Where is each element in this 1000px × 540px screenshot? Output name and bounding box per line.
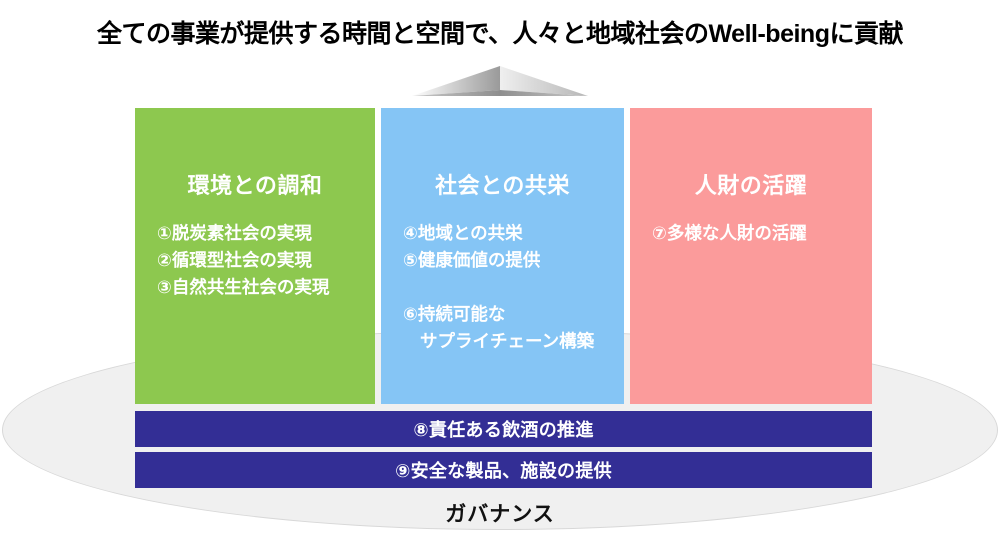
list-item-continuation: サプライチェーン構築 (420, 330, 595, 351)
pillar-items-environment: ①脱炭素社会の実現 ②循環型社会の実現 ③自然共生社会の実現 (135, 220, 375, 301)
pillar-heading-society: 社会との共栄 (435, 173, 570, 198)
pillar-items-society: ④地域との共栄 ⑤健康価値の提供 ⑥持続可能な サプライチェーン構築 (381, 220, 624, 382)
governance-bars: ⑧責任ある飲酒の推進 ⑨安全な製品、施設の提供 (135, 411, 872, 488)
pillar-environment[interactable]: 環境との調和 ①脱炭素社会の実現 ②循環型社会の実現 ③自然共生社会の実現 (135, 108, 375, 404)
governance-label: ガバナンス (445, 503, 555, 526)
pillar-heading-human-resources: 人財の活躍 (694, 173, 808, 198)
list-item: ②循環型社会の実現 (157, 249, 312, 270)
pillar-columns: 環境との調和 ①脱炭素社会の実現 ②循環型社会の実現 ③自然共生社会の実現 社会… (135, 108, 872, 404)
triangle-roof-icon (410, 62, 590, 104)
governance-bar-safe-products[interactable]: ⑨安全な製品、施設の提供 (135, 452, 872, 488)
pillar-society[interactable]: 社会との共栄 ④地域との共栄 ⑤健康価値の提供 ⑥持続可能な サプライチェーン構… (381, 108, 624, 404)
list-item: ⑦多様な人財の活躍 (652, 222, 807, 243)
governance-bar-responsible-drinking[interactable]: ⑧責任ある飲酒の推進 (135, 411, 872, 447)
pillar-items-human-resources: ⑦多様な人財の活躍 (630, 220, 872, 247)
list-item: ⑥持続可能な サプライチェーン構築 (403, 274, 624, 382)
pillar-human-resources[interactable]: 人財の活躍 ⑦多様な人財の活躍 (630, 108, 872, 404)
list-item: ③自然共生社会の実現 (157, 276, 330, 297)
list-item: ①脱炭素社会の実現 (157, 222, 312, 243)
list-item: ④地域との共栄 (403, 222, 523, 243)
page-title: 全ての事業が提供する時間と空間で、人々と地域社会のWell-beingに貢献 (97, 20, 903, 48)
list-item-text: ⑥持続可能な (403, 303, 506, 324)
pillar-heading-environment: 環境との調和 (187, 173, 323, 198)
list-item: ⑤健康価値の提供 (403, 249, 541, 270)
